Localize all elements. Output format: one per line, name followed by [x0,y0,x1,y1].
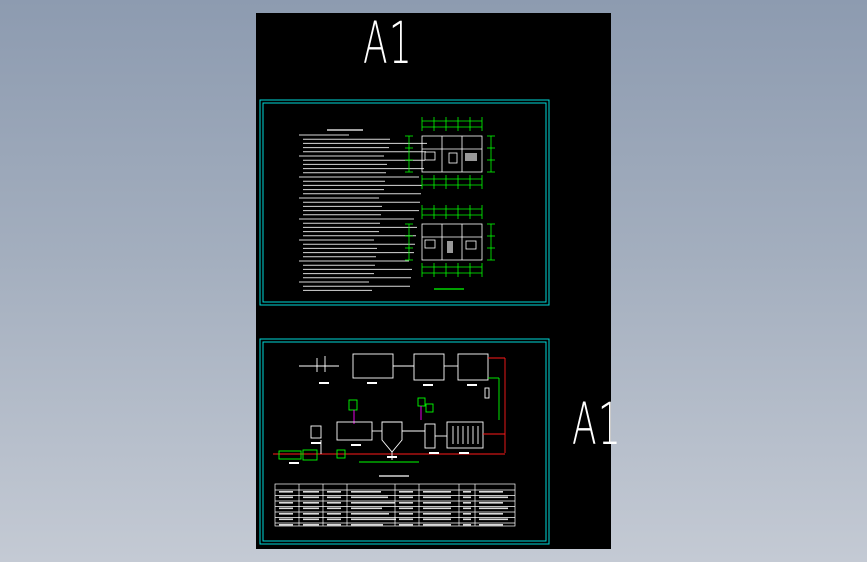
floor-plan-upper [405,117,495,189]
drawing-sheet-1[interactable] [259,99,550,306]
sheet-2-outer-border [259,338,550,545]
sheet-1-outer-border [259,99,550,306]
process-flow-diagram [273,353,506,477]
sheet-size-label-side: A1 [572,390,622,458]
equipment-table [274,483,516,527]
sheet-size-label-top: A1 [363,9,413,77]
sheet-2-inner-border [262,341,547,542]
floor-plan-lower [405,205,495,290]
design-notes-block [299,129,427,291]
sheet-1-inner-border [262,102,547,303]
drawing-sheet-2[interactable] [259,338,550,545]
